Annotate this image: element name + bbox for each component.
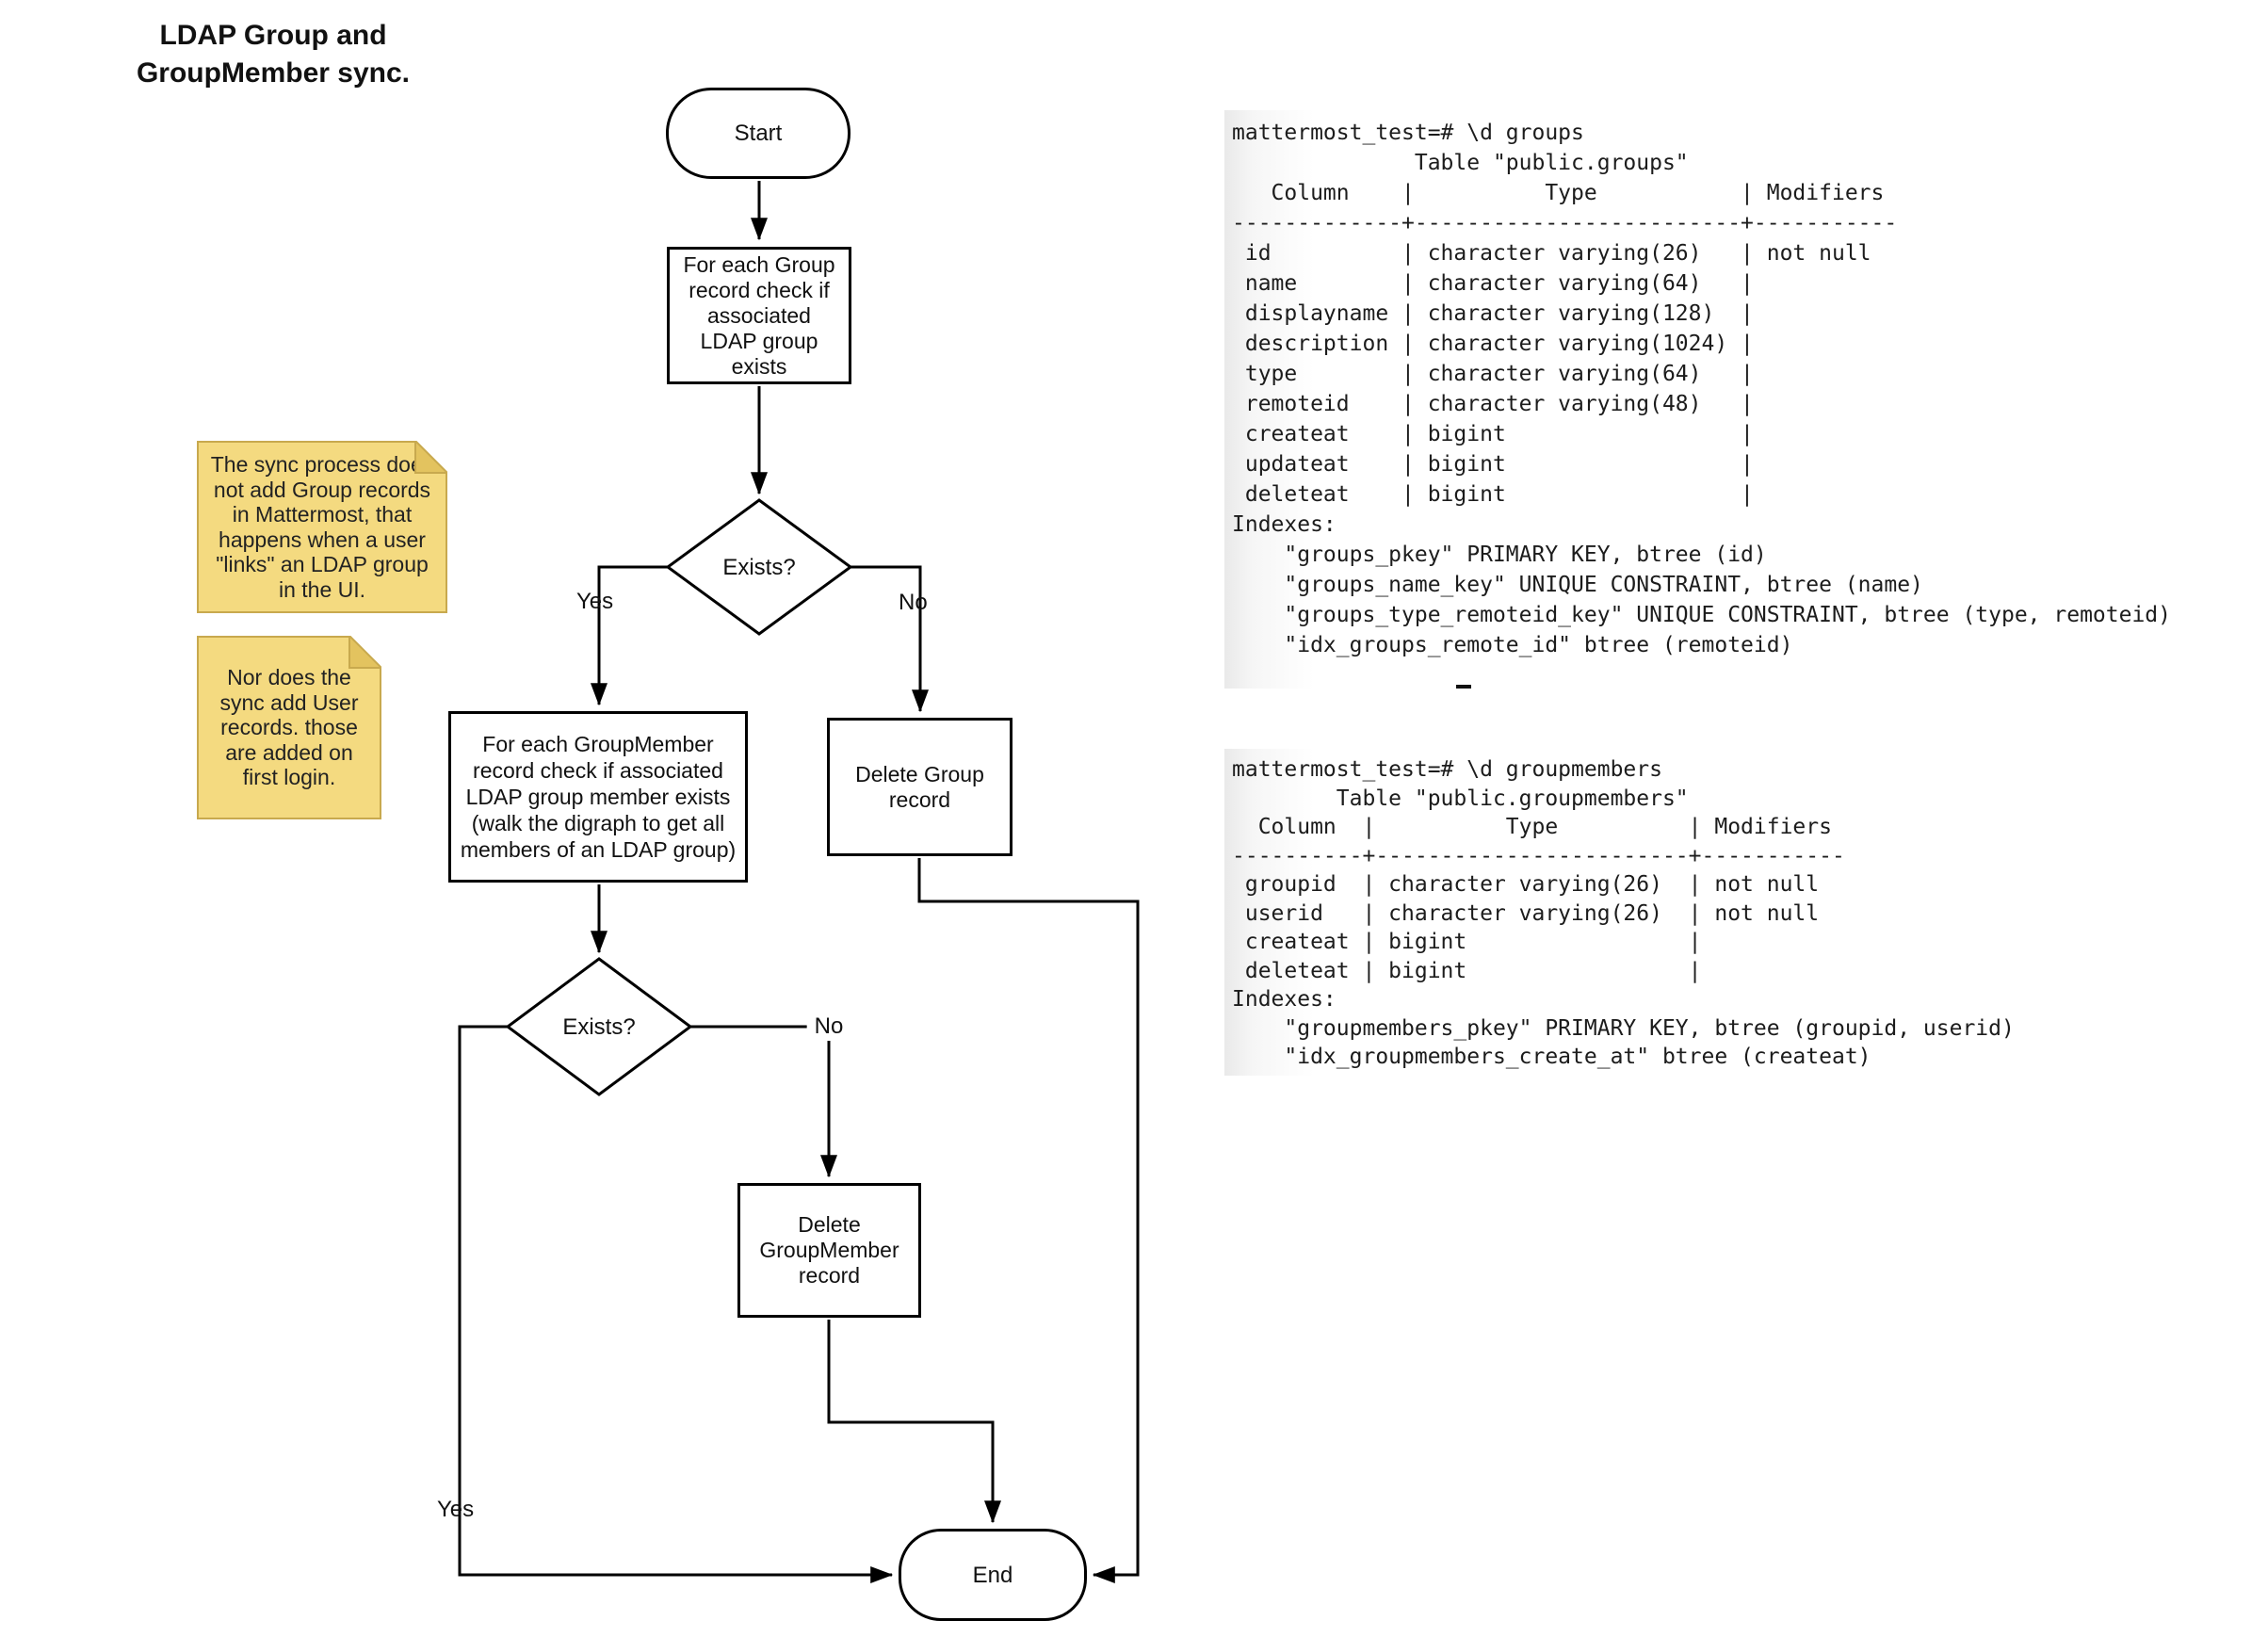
flow-node-check-group: For each Group record check if associate…: [667, 247, 851, 384]
terminal-output-groupmembers-table: mattermost_test=# \d groupmembers Table …: [1224, 749, 2015, 1076]
stray-dash-mark: [1456, 685, 1471, 689]
page-title: LDAP Group and GroupMember sync.: [136, 20, 411, 89]
decision2-yes-label: Yes: [437, 1497, 475, 1522]
check-groupmember-label: For each GroupMember record check if ass…: [460, 732, 737, 862]
sticky-note-group-sync: The sync process does not add Group reco…: [197, 441, 447, 613]
flow-node-delete-group: Delete Group record: [827, 718, 1012, 856]
connector-decision2-no-to-delete-groupmember: [690, 1025, 837, 1178]
folded-corner-icon: [414, 441, 447, 474]
flow-node-delete-groupmember: Delete GroupMember record: [737, 1183, 921, 1318]
terminal-output-groups-table: mattermost_test=# \d groups Table "publi…: [1224, 110, 2176, 689]
check-group-label: For each Group record check if associate…: [683, 251, 835, 379]
flow-node-check-groupmember: For each GroupMember record check if ass…: [448, 711, 748, 883]
sticky-note-text: Nor does the sync add User records. thos…: [219, 665, 359, 790]
delete-groupmember-label: Delete GroupMember record: [759, 1212, 899, 1288]
connector-delete-group-to-end: [917, 858, 1140, 1583]
flow-node-end: End: [899, 1529, 1087, 1621]
decision1-yes-label: Yes: [576, 589, 614, 614]
decision2-diamond: [505, 957, 693, 1096]
connector-delete-groupmember-to-end: [827, 1320, 1001, 1524]
start-label: Start: [734, 121, 783, 146]
folded-corner-icon: [348, 636, 381, 669]
decision1-label: Exists?: [722, 555, 796, 580]
sticky-note-text: The sync process does not add Group reco…: [210, 452, 434, 602]
sticky-note-user-records: Nor does the sync add User records. thos…: [197, 636, 381, 819]
connector-decision1-no-to-delete-group: [850, 565, 929, 713]
connector-decision1-yes-to-check-groupmember: [591, 565, 668, 706]
flow-node-start: Start: [666, 88, 850, 179]
decision1-no-label: No: [899, 590, 928, 615]
end-label: End: [972, 1562, 1013, 1588]
delete-group-label: Delete Group record: [855, 761, 984, 812]
connector-decision2-yes-to-end: [458, 1025, 894, 1583]
decision1-diamond: [665, 498, 853, 636]
decision2-label: Exists?: [562, 1014, 636, 1040]
decision2-no-label: No: [806, 1013, 851, 1041]
